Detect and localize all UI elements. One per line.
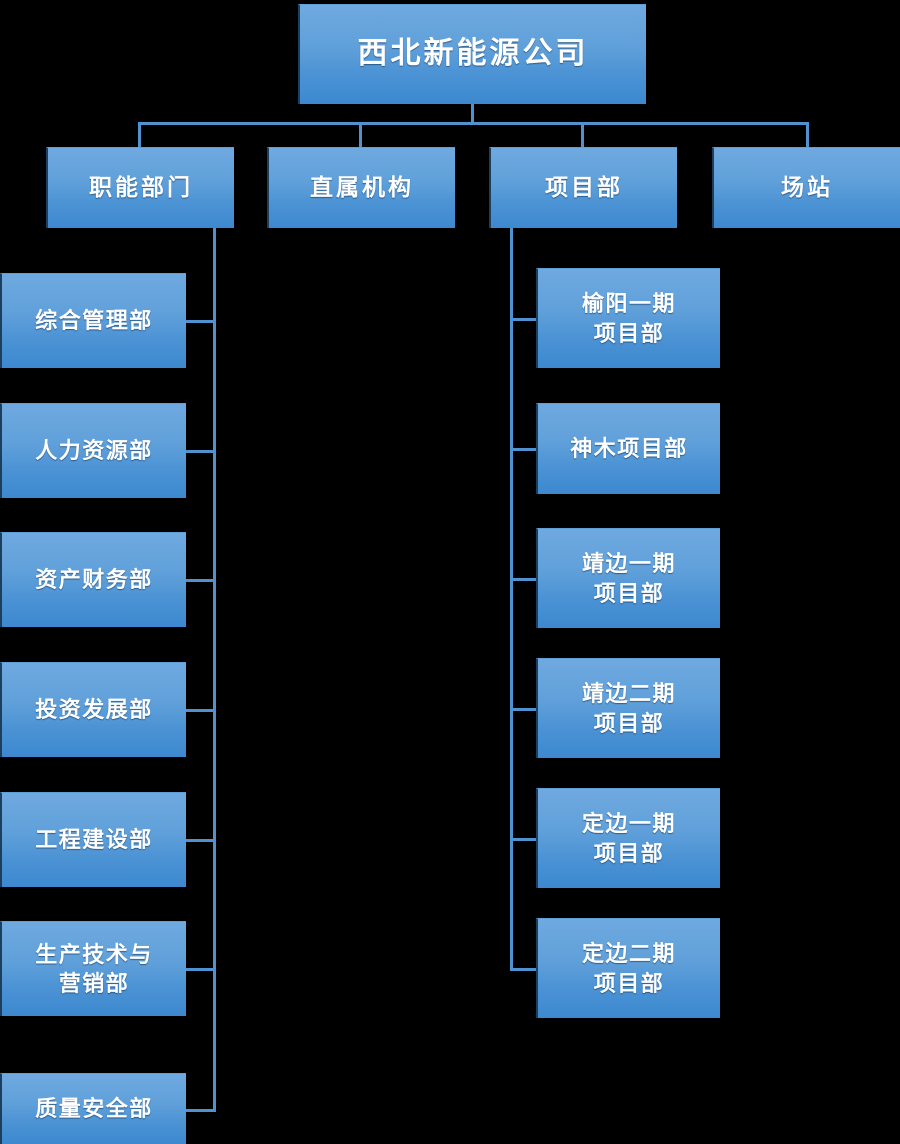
connector-functional-stub-7 xyxy=(186,1109,216,1112)
node-department-6[interactable]: 质量安全部 xyxy=(0,1073,186,1144)
connector-root-stem xyxy=(471,104,474,124)
connector-functional-stub-6 xyxy=(186,968,216,971)
connector-drop-level2-1 xyxy=(138,122,141,147)
node-project-0-label: 榆阳一期项目部 xyxy=(581,291,676,346)
node-project-2[interactable]: 靖边一期项目部 xyxy=(536,528,720,628)
node-department-3[interactable]: 投资发展部 xyxy=(0,662,186,757)
connector-functional-stub-1 xyxy=(186,320,216,323)
node-department-1-label: 人力资源部 xyxy=(35,438,153,464)
node-root-company[interactable]: 西北新能源公司 xyxy=(298,4,646,104)
node-department-4-label: 工程建设部 xyxy=(35,827,153,853)
connector-drop-level2-4 xyxy=(806,122,809,147)
node-root-label: 西北新能源公司 xyxy=(357,37,589,71)
connector-project-stub-5 xyxy=(510,838,538,841)
node-department-2-label: 资产财务部 xyxy=(35,567,153,593)
node-project-1-label: 神木项目部 xyxy=(570,436,688,462)
node-project-3-label: 靖边二期项目部 xyxy=(581,681,676,736)
connector-drop-level2-2 xyxy=(359,122,362,147)
node-functional-departments-label: 职能部门 xyxy=(89,174,193,200)
node-department-5[interactable]: 生产技术与营销部 xyxy=(0,921,186,1016)
node-department-0[interactable]: 综合管理部 xyxy=(0,273,186,368)
node-project-departments-label: 项目部 xyxy=(545,174,623,200)
connector-functional-trunk xyxy=(213,228,216,1112)
connector-project-trunk xyxy=(510,228,513,971)
node-functional-departments[interactable]: 职能部门 xyxy=(46,147,234,228)
node-project-4[interactable]: 定边一期项目部 xyxy=(536,788,720,888)
node-direct-institutions-label: 直属机构 xyxy=(310,174,414,200)
node-project-departments[interactable]: 项目部 xyxy=(489,147,677,228)
connector-drop-level2-3 xyxy=(581,122,584,147)
connector-project-stub-2 xyxy=(510,448,538,451)
node-project-2-label: 靖边一期项目部 xyxy=(581,551,676,606)
node-project-5-label: 定边二期项目部 xyxy=(581,941,676,996)
connector-level2-bus xyxy=(138,122,809,125)
connector-project-stub-3 xyxy=(510,578,538,581)
connector-functional-stub-2 xyxy=(186,450,216,453)
node-department-0-label: 综合管理部 xyxy=(35,308,153,334)
connector-project-stub-4 xyxy=(510,708,538,711)
node-project-3[interactable]: 靖边二期项目部 xyxy=(536,658,720,758)
node-department-1[interactable]: 人力资源部 xyxy=(0,403,186,498)
node-department-3-label: 投资发展部 xyxy=(35,697,153,723)
node-department-2[interactable]: 资产财务部 xyxy=(0,532,186,627)
node-project-0[interactable]: 榆阳一期项目部 xyxy=(536,268,720,368)
connector-functional-stub-3 xyxy=(186,579,216,582)
connector-functional-stub-4 xyxy=(186,709,216,712)
node-department-5-label: 生产技术与营销部 xyxy=(35,941,153,996)
node-project-5[interactable]: 定边二期项目部 xyxy=(536,918,720,1018)
node-project-1[interactable]: 神木项目部 xyxy=(536,403,720,494)
connector-project-stub-1 xyxy=(510,318,538,321)
node-project-4-label: 定边一期项目部 xyxy=(581,811,676,866)
connector-functional-stub-5 xyxy=(186,839,216,842)
node-department-6-label: 质量安全部 xyxy=(35,1096,153,1122)
node-stations[interactable]: 场站 xyxy=(712,147,900,228)
node-department-4[interactable]: 工程建设部 xyxy=(0,792,186,887)
node-direct-institutions[interactable]: 直属机构 xyxy=(267,147,455,228)
connector-project-stub-6 xyxy=(510,968,538,971)
node-stations-label: 场站 xyxy=(781,174,833,200)
